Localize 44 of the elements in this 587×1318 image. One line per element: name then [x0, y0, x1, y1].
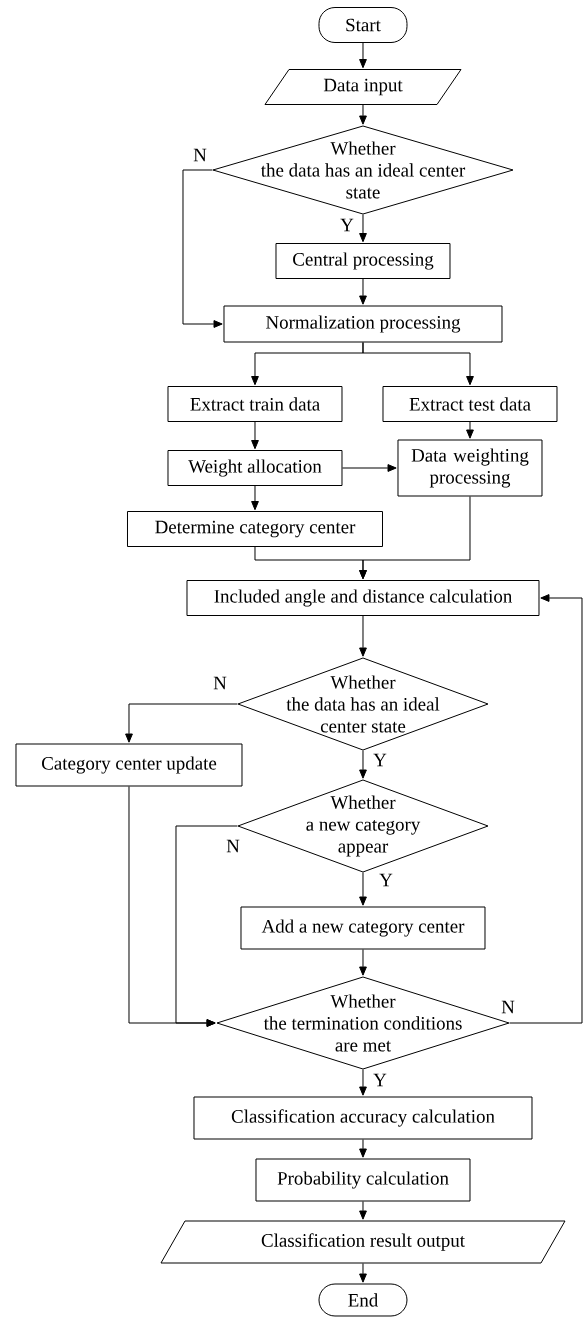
arrow: [359, 615, 367, 657]
process-box: Category center update: [15, 743, 243, 787]
arrow: [342, 464, 397, 472]
terminal-box: End: [318, 1283, 408, 1317]
arrow: [359, 872, 367, 906]
edge-label: Y: [378, 872, 394, 888]
process-box: Included angle and distance calculation: [186, 580, 540, 616]
process-box: Central processing: [275, 243, 451, 279]
arrow: [359, 1201, 367, 1220]
edge-label: N: [192, 147, 208, 163]
process-box: Extract train data: [167, 386, 343, 422]
arrow: [251, 421, 259, 450]
arrow: [509, 594, 583, 1024]
arrow: [362, 342, 474, 386]
data-parallelogram: Classification result output: [160, 1220, 566, 1264]
process-box: Data weighting processing: [397, 439, 543, 497]
process-box: Probability calculation: [255, 1158, 471, 1202]
process-box: Weight allocation: [167, 450, 343, 486]
arrow: [359, 496, 471, 580]
process-box: Classification accuracy calculation: [193, 1096, 533, 1140]
edge-label: Y: [339, 217, 355, 233]
process-box: Extract test data: [382, 386, 558, 422]
arrow: [359, 949, 367, 976]
terminal-box: Start: [318, 7, 408, 43]
edge-label: Y: [372, 1072, 388, 1088]
process-box: Normalization processing: [223, 305, 503, 343]
arrow: [359, 1139, 367, 1158]
process-box: Add a new category center: [240, 906, 486, 950]
arrow: [128, 786, 216, 1027]
arrow: [125, 703, 238, 743]
data-parallelogram: Data input: [264, 69, 462, 105]
edge-label: Y: [372, 752, 388, 768]
process-box: Determine category center: [127, 511, 383, 547]
arrow: [359, 1263, 367, 1283]
arrow: [359, 278, 367, 305]
arrow: [359, 750, 367, 779]
arrow: [466, 421, 474, 439]
arrow: [359, 42, 367, 69]
arrow: [359, 104, 367, 125]
edge-label: N: [212, 675, 228, 691]
arrow: [251, 485, 259, 511]
arrow: [359, 214, 367, 243]
arrow: [182, 169, 223, 328]
arrow: [359, 1069, 367, 1096]
